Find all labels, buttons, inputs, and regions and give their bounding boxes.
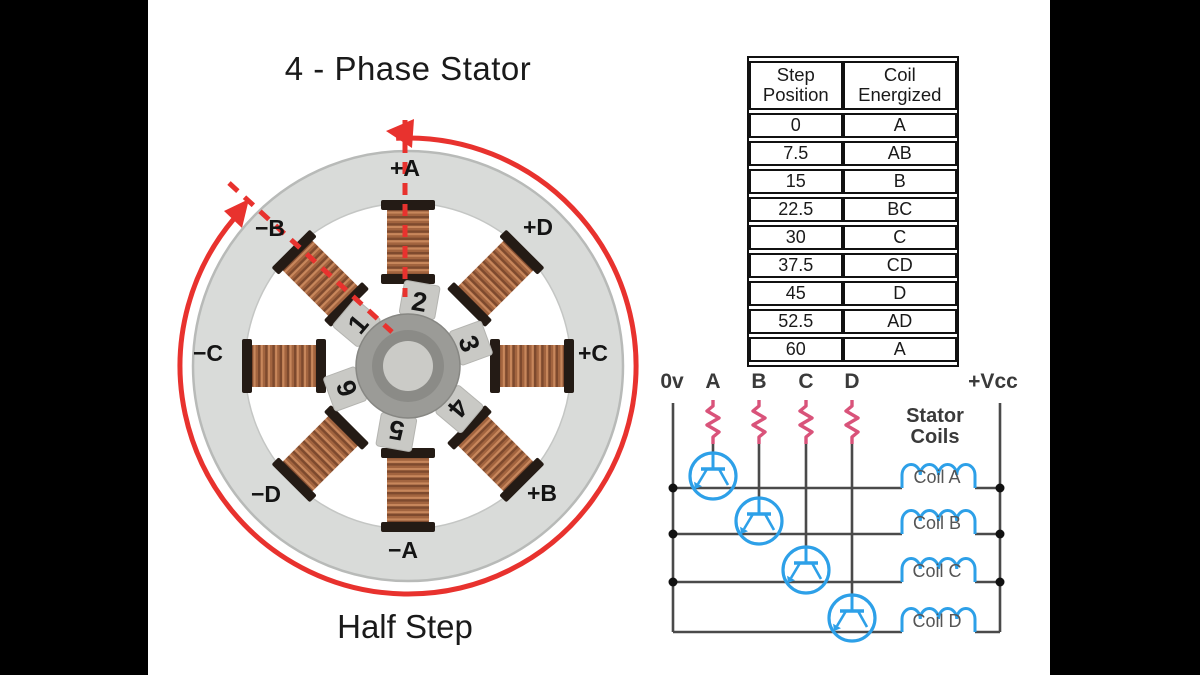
resistor-a (705, 400, 721, 444)
stator-diagram: 1 2 3 4 5 (177, 119, 639, 597)
header-step-position: Step Position (749, 61, 843, 110)
table-row: 22.5 BC (749, 196, 957, 222)
cell-coils: BC (842, 196, 957, 222)
coil-minus-c (242, 339, 326, 393)
pole-label-minus-a: −A (388, 537, 418, 563)
input-label-c: C (798, 370, 813, 393)
table-row: 7.5 AB (749, 140, 957, 166)
coil-c-label: Coil C (912, 561, 961, 581)
cell-step: 0 (749, 112, 843, 138)
coil-minus-d (272, 405, 369, 502)
rotor-tooth-5: 5 (375, 412, 418, 452)
driver-circuit-diagram: 0v A B C D +Vcc Stator Coils Coil A Coil… (660, 370, 1018, 643)
table-row: 37.5 CD (749, 252, 957, 278)
coil-name-labels: Coil A Coil B Coil C Coil D (912, 467, 961, 631)
transistor-b (734, 496, 784, 546)
half-step-label: Half Step (337, 608, 473, 645)
inductor-coil-d (900, 607, 977, 632)
coil-plus-a (381, 200, 435, 284)
input-label-d: D (844, 370, 859, 393)
rotor-tooth-3: 3 (449, 320, 493, 366)
table-row: 15 B (749, 168, 957, 194)
cell-step: 52.5 (749, 308, 843, 334)
pole-label-plus-d: +D (523, 214, 553, 240)
coil-plus-c (490, 339, 574, 393)
svg-text:Stator: Stator (906, 405, 964, 427)
cell-coils: C (842, 224, 957, 250)
transistor-c (781, 545, 831, 595)
pole-label-plus-c: +C (578, 340, 608, 366)
cell-coils: A (842, 112, 957, 138)
rotor-hub (355, 313, 461, 419)
cell-coils: D (842, 280, 957, 306)
inductor-coil-b (900, 509, 977, 534)
resistor-b (751, 400, 767, 444)
resistor-c (798, 400, 814, 444)
inductors (900, 463, 977, 632)
pole-label-plus-b: +B (527, 480, 557, 506)
svg-text:Coils: Coils (911, 426, 960, 448)
cell-step: 60 (749, 336, 843, 362)
coil-d-label: Coil D (912, 611, 961, 631)
coil-minus-a (381, 448, 435, 532)
step-table: Step Position Coil Energized 0 A 7.5 AB … (747, 56, 959, 367)
coil-plus-d (447, 230, 544, 327)
cell-coils: CD (842, 252, 957, 278)
transistor-d (827, 593, 877, 643)
table-row: 52.5 AD (749, 308, 957, 334)
coil-a-label: Coil A (913, 467, 960, 487)
table-row: 0 A (749, 112, 957, 138)
coil-minus-b (272, 230, 369, 327)
cell-step: 7.5 (749, 140, 843, 166)
stator-coils (242, 200, 574, 532)
inductor-coil-c (900, 557, 977, 582)
transistor-a (688, 451, 738, 501)
page-title: 4 - Phase Stator (284, 50, 532, 87)
inductor-coil-a (900, 463, 977, 488)
table-row: 45 D (749, 280, 957, 306)
cell-step: 15 (749, 168, 843, 194)
coil-b-label: Coil B (913, 513, 961, 533)
slide-canvas: 4 - Phase Stator (148, 0, 1050, 675)
axis-dashed-diagonal (227, 181, 394, 334)
pole-label-minus-c: −C (193, 340, 223, 366)
pole-label-minus-d: −D (251, 481, 281, 507)
cell-step: 45 (749, 280, 843, 306)
circuit-labels: 0v A B C D +Vcc (660, 370, 1018, 393)
pole-labels: +A +D +C +B −A −D −C −B (193, 155, 608, 563)
tooth-number: 2 (409, 286, 429, 318)
rotation-arrowhead-top (386, 119, 414, 148)
pole-label-minus-b: −B (255, 215, 285, 241)
coil-plus-b (447, 405, 544, 502)
cell-step: 22.5 (749, 196, 843, 222)
input-label-b: B (751, 370, 766, 393)
resistor-d (844, 400, 860, 444)
table-header-row: Step Position Coil Energized (749, 61, 957, 110)
pole-label-plus-a: +A (390, 155, 420, 181)
cell-coils: A (842, 336, 957, 362)
tooth-number: 5 (387, 414, 407, 446)
vcc-label: +Vcc (968, 370, 1018, 393)
table-row: 60 A (749, 336, 957, 362)
zero-volt-label: 0v (660, 370, 684, 393)
rotation-arrowhead-left (224, 199, 249, 228)
cell-coils: AD (842, 308, 957, 334)
junction-dots (668, 483, 1005, 587)
transistors (688, 451, 877, 643)
table-row: 30 C (749, 224, 957, 250)
cell-coils: B (842, 168, 957, 194)
stator-coils-caption: Stator Coils (906, 405, 964, 448)
rotor-tooth-2: 2 (398, 280, 441, 320)
field-axis-lines (227, 120, 408, 334)
base-resistors (705, 400, 860, 444)
cell-coils: AB (842, 140, 957, 166)
header-coil-energized: Coil Energized (842, 61, 957, 110)
cell-step: 30 (749, 224, 843, 250)
input-label-a: A (705, 370, 720, 393)
cell-step: 37.5 (749, 252, 843, 278)
